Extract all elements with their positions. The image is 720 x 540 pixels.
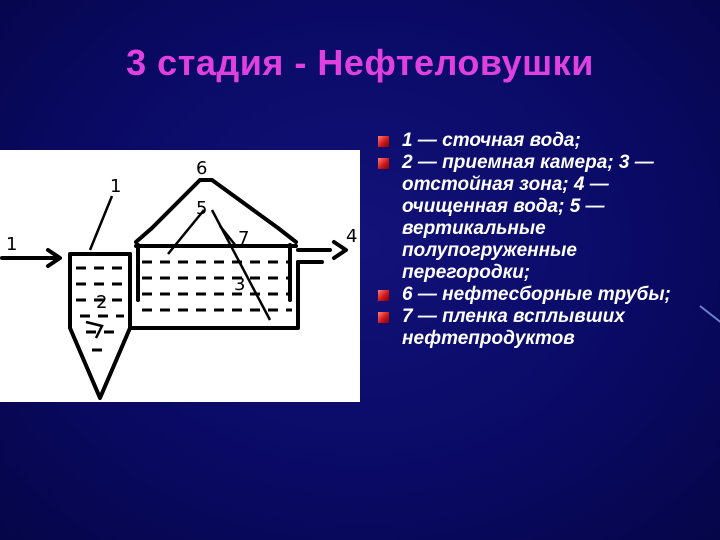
legend-text: 6 — нефтесборные трубы; — [402, 284, 671, 305]
bullet-icon — [378, 290, 389, 301]
label-2: 2 — [96, 292, 107, 313]
inlet-arrow-head — [46, 248, 62, 268]
label-7: 7 — [238, 228, 249, 249]
label-6: 6 — [196, 158, 207, 179]
legend-list: 1 — сточная вода; 2 — приемная камера; 3… — [378, 130, 698, 350]
legend-text: 1 — сточная вода; — [402, 130, 581, 151]
decorative-line — [699, 305, 720, 332]
label-1-inlet: 1 — [6, 234, 17, 255]
leader-lines — [85, 195, 272, 339]
bullet-icon — [378, 136, 389, 147]
diagram-svg: 1 1 2 3 4 5 6 7 — [0, 158, 357, 400]
settling-zone — [128, 252, 300, 330]
diagram-labels: 1 1 2 3 4 5 6 7 — [6, 158, 357, 313]
bullet-icon — [378, 158, 389, 169]
water-level-dashes — [76, 260, 292, 352]
label-5: 5 — [196, 198, 207, 219]
outlet-arrow-head — [332, 240, 348, 260]
oil-trap-diagram: 1 1 2 3 4 5 6 7 — [0, 150, 360, 402]
oil-collector-hood — [134, 178, 298, 244]
legend-text: 2 — приемная камера; 3 — отстойная зона;… — [402, 152, 654, 283]
bullet-icon — [378, 312, 389, 323]
slide-title: 3 стадия - Нефтеловушки — [126, 42, 594, 83]
legend-item: 2 — приемная камера; 3 — отстойная зона;… — [378, 152, 698, 284]
label-1-top: 1 — [110, 176, 121, 197]
legend-item: 7 — пленка всплывших нефтепродуктов — [378, 306, 698, 350]
label-4: 4 — [346, 226, 357, 247]
legend-text: 7 — пленка всплывших нефтепродуктов — [402, 306, 625, 349]
legend-item: 6 — нефтесборные трубы; — [378, 284, 698, 306]
label-3: 3 — [234, 274, 245, 295]
receiving-chamber — [68, 252, 132, 400]
legend-item: 1 — сточная вода; — [378, 130, 698, 152]
